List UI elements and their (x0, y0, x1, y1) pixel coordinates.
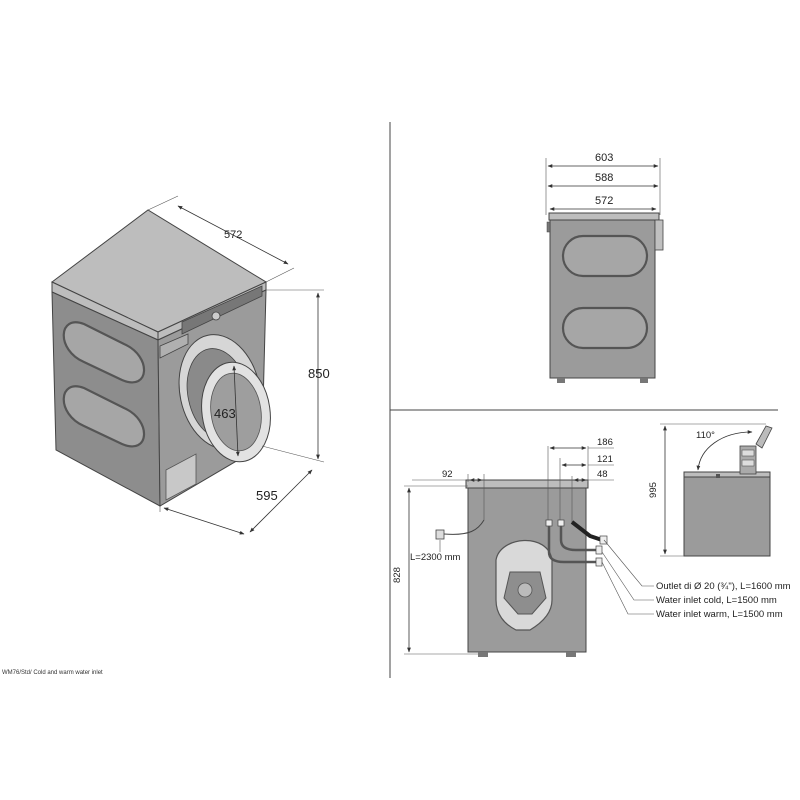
isometric-view: 572 850 595 463 (51, 195, 330, 535)
rear-offset-b-label: 121 (597, 454, 613, 465)
side-pill-upper (62, 321, 146, 384)
lid-view-cabinet (683, 475, 771, 557)
drawing-caption: WM76/Std/ Cold and warm water inlet (2, 670, 103, 676)
top-dim-2-label: 588 (595, 172, 613, 184)
iso-width-label: 572 (224, 229, 242, 241)
open-lid (755, 425, 773, 449)
program-knob (211, 311, 221, 321)
side-view: 603 588 572 (545, 152, 664, 383)
rear-offset-c-label: 48 (597, 469, 608, 480)
rear-offset-a-label: 186 (597, 437, 613, 448)
outlet-hose-label: Outlet di Ø 20 (¾"), L=1600 mm (656, 581, 791, 592)
top-dim-3-label: 572 (595, 195, 613, 207)
hose-cold (559, 526, 598, 552)
iso-depth-label: 595 (256, 488, 278, 503)
lid-angle-label: 110° (696, 430, 715, 441)
control-panel (181, 285, 263, 335)
side-view-pill-upper (561, 234, 649, 278)
rear-offset-left-label: 92 (442, 469, 453, 480)
side-view-pill-lower (561, 306, 649, 350)
hose-warm (547, 526, 598, 564)
power-plug (435, 529, 445, 540)
iso-height-label: 850 (308, 366, 330, 381)
warm-inlet-label: Water inlet warm, L=1500 mm (656, 609, 783, 620)
lid-height-label: 995 (648, 482, 659, 498)
side-pill-lower (62, 385, 146, 448)
rear-view: 92 186 121 48 828 L=2300 mm (392, 437, 791, 657)
service-hatch (165, 453, 197, 501)
lid-view: 110° 995 (648, 423, 773, 557)
rear-height-label: 828 (392, 567, 403, 583)
iso-door-diameter-label: 463 (214, 406, 236, 421)
top-dim-1-label: 603 (595, 152, 613, 164)
cable-length-label: L=2300 mm (410, 552, 461, 563)
hose-outlet (570, 520, 603, 542)
cold-inlet-label: Water inlet cold, L=1500 mm (656, 595, 777, 606)
power-cable (443, 519, 485, 535)
detergent-drawer (159, 333, 189, 359)
